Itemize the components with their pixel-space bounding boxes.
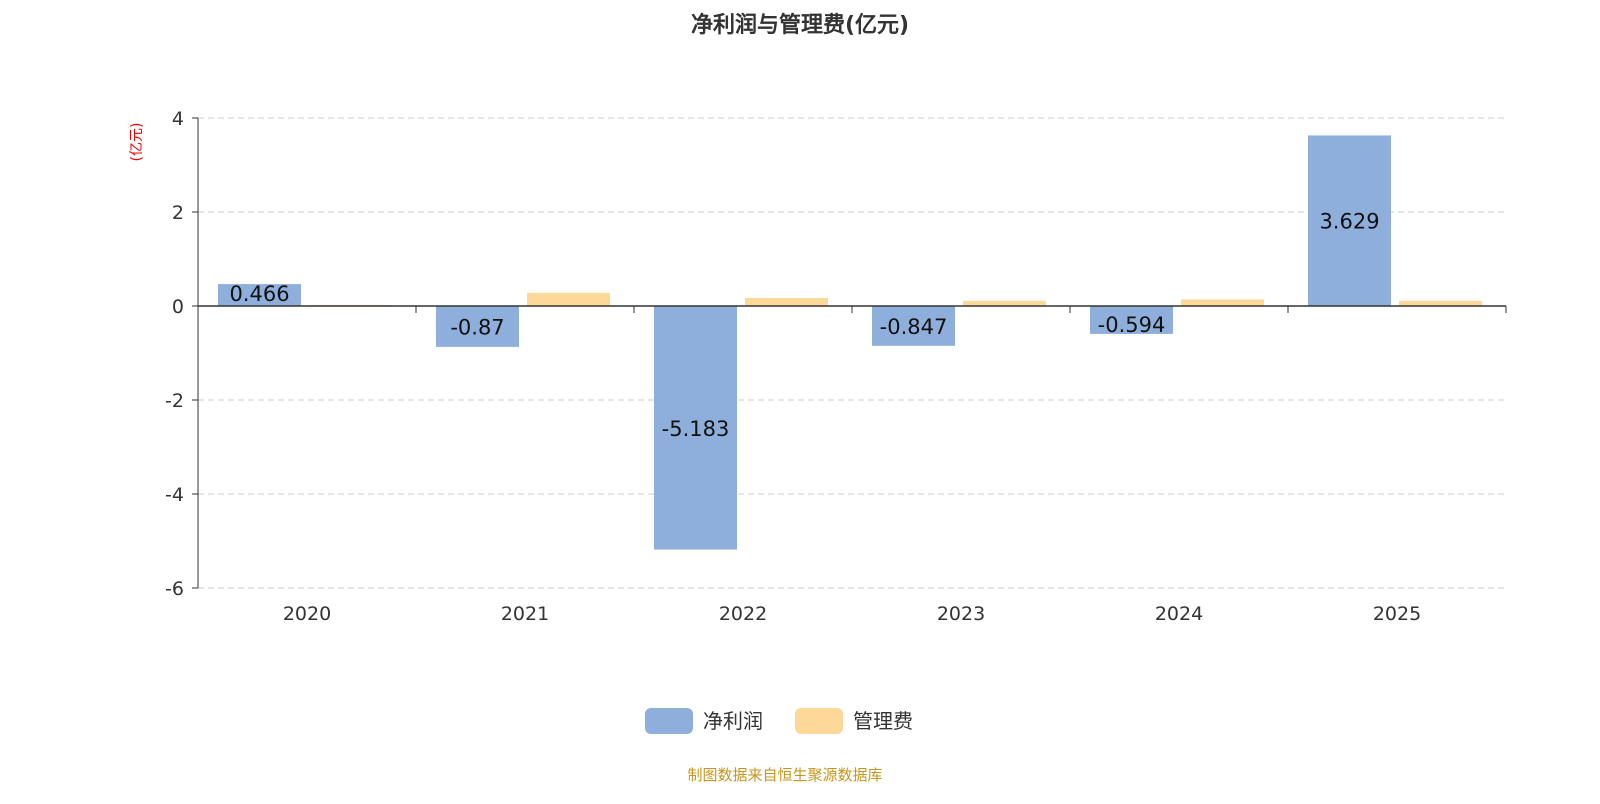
chart-title: 净利润与管理费(亿元) (691, 12, 909, 38)
x-tick-label: 2024 (1155, 603, 1203, 625)
bar-net-profit (218, 284, 301, 306)
legend-label: 净利润 (703, 709, 763, 733)
y-tick-label: -6 (165, 578, 184, 600)
x-tick-label: 2020 (283, 603, 331, 625)
y-tick-label: -4 (165, 484, 184, 506)
bar-net-profit (436, 306, 519, 347)
x-tick-label: 2025 (1373, 603, 1421, 625)
x-tick-label: 2023 (937, 603, 985, 625)
bar-admin-expense (963, 300, 1046, 306)
data-label: -5.183 (662, 417, 730, 441)
data-label: -0.594 (1098, 313, 1166, 337)
bar-admin-expense (1399, 300, 1482, 306)
bar-admin-expense (1181, 299, 1264, 306)
y-tick-label: 4 (172, 108, 184, 130)
bar-net-profit (654, 306, 737, 550)
y-axis-label: (亿元) (129, 123, 145, 162)
bar-admin-expense (745, 298, 828, 306)
y-tick-label: 2 (172, 202, 184, 224)
bar-net-profit (1090, 306, 1173, 334)
y-tick-label: 0 (172, 296, 184, 318)
data-label: -0.87 (450, 315, 504, 339)
x-tick-label: 2021 (501, 603, 549, 625)
data-label: -0.847 (880, 315, 948, 339)
footer-source: 制图数据来自恒生聚源数据库 (687, 766, 882, 784)
legend-swatch (795, 708, 843, 734)
x-tick-label: 2022 (719, 603, 767, 625)
bar-admin-expense (527, 292, 610, 306)
legend-label: 管理费 (853, 709, 913, 733)
data-label: 3.629 (1319, 210, 1379, 234)
y-tick-label: -2 (165, 390, 184, 412)
legend-swatch (645, 708, 693, 734)
bar-net-profit (872, 306, 955, 346)
data-label: 0.466 (229, 282, 289, 306)
bar-net-profit (1308, 135, 1391, 306)
